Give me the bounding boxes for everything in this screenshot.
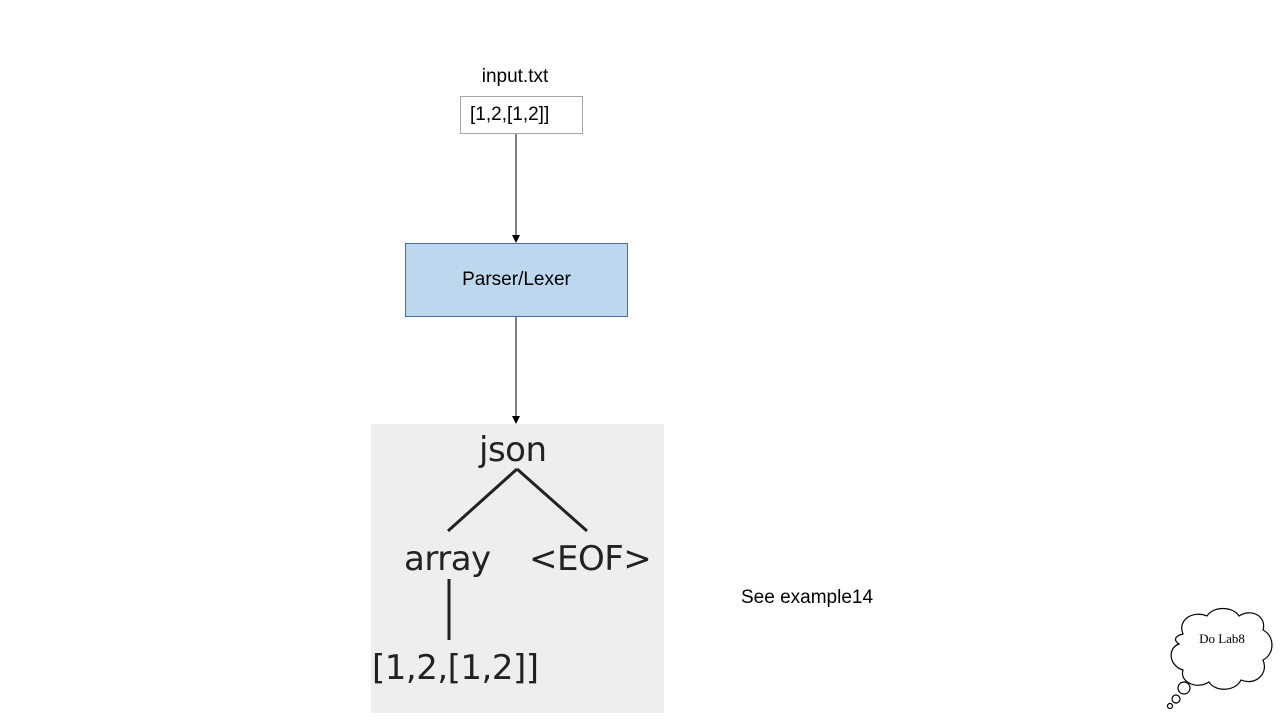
thought-bubble-icon bbox=[1166, 607, 1273, 710]
tree-node-eof: <EOF> bbox=[529, 539, 652, 579]
input-file-label: input.txt bbox=[481, 66, 549, 87]
tree-edge-json-array bbox=[446, 467, 519, 533]
tree-edge-json-eof bbox=[516, 467, 588, 533]
parse-tree-edges bbox=[446, 467, 588, 640]
parser-lexer-box: Parser/Lexer bbox=[405, 243, 628, 317]
tree-node-array: array bbox=[404, 539, 491, 579]
see-example-note: See example14 bbox=[741, 587, 874, 608]
thought-bubble-text: Do Lab8 bbox=[1199, 631, 1245, 646]
input-file-box: [1,2,[1,2]] bbox=[460, 96, 583, 134]
tree-node-leaf: [1,2,[1,2]] bbox=[372, 648, 539, 688]
parser-lexer-label: Parser/Lexer bbox=[462, 269, 571, 290]
tree-node-root: json bbox=[479, 430, 547, 470]
parse-tree-panel: json array <EOF> [1,2,[1,2]] bbox=[371, 424, 664, 713]
